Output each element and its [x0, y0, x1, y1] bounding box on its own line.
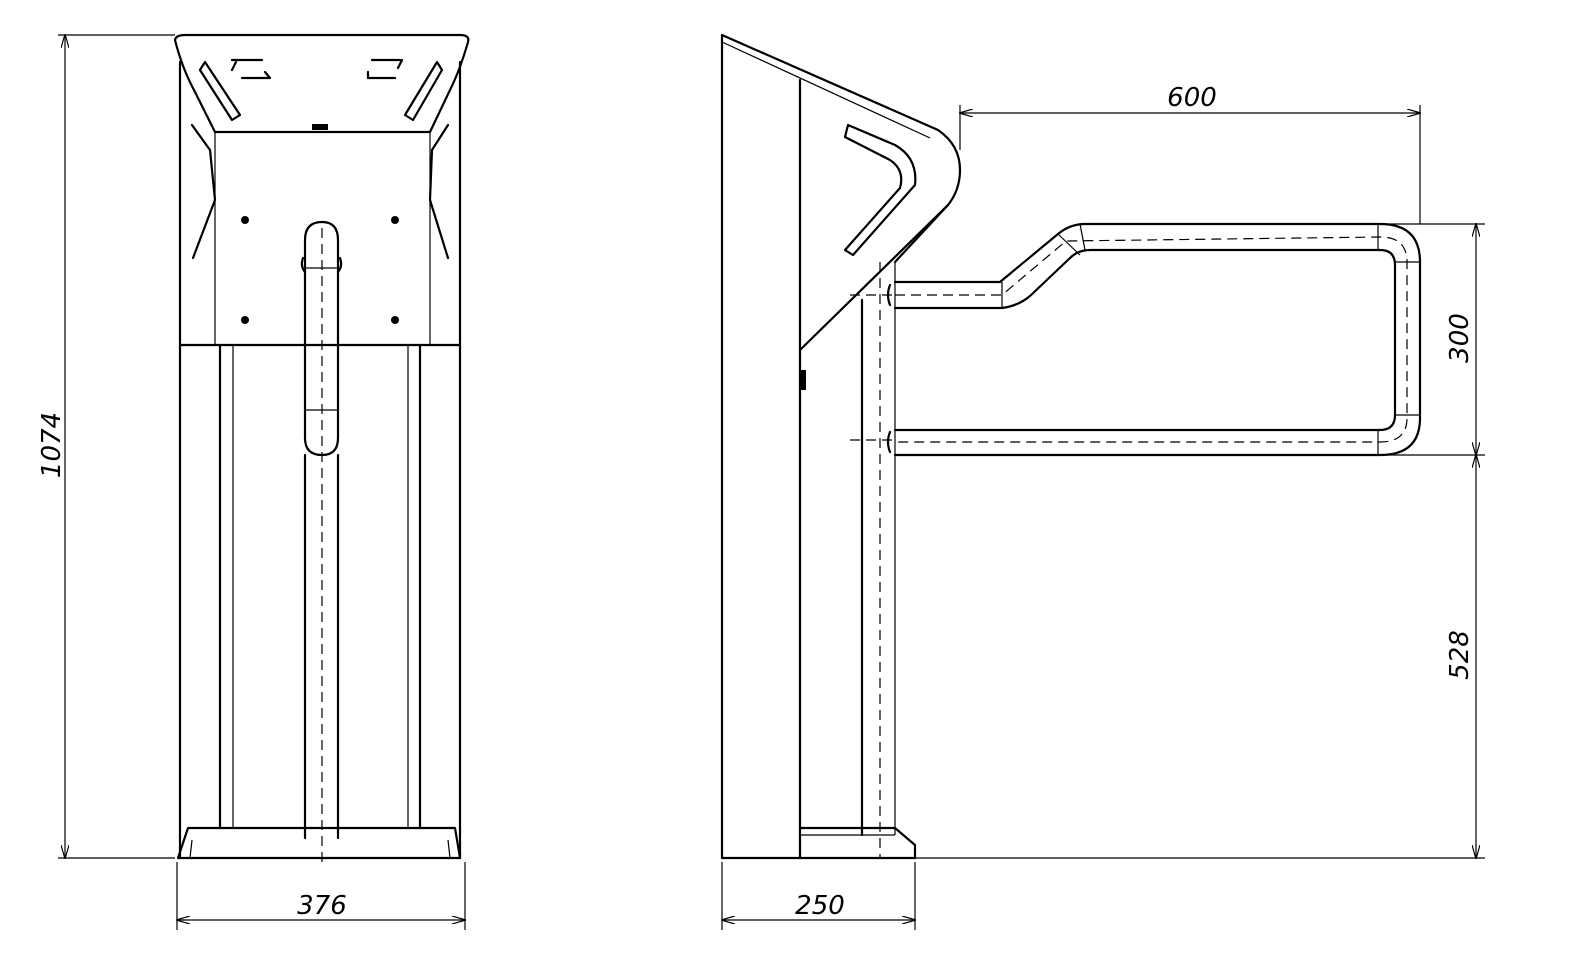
screw-icon — [391, 316, 399, 324]
front-body-outline — [178, 60, 462, 347]
side-light-bracket — [843, 123, 917, 257]
dimension-arm-length-label: 600 — [1167, 83, 1217, 113]
screw-icon — [241, 216, 249, 224]
front-base — [176, 826, 462, 860]
front-head-outline — [173, 33, 470, 134]
dimension-floor-clearance-label: 528 — [1445, 630, 1475, 680]
screw-icon — [391, 216, 399, 224]
side-body-outline — [720, 33, 962, 860]
dimension-depth-label: 250 — [795, 891, 845, 921]
dimension-height-label: 1074 — [37, 412, 67, 478]
side-view — [720, 33, 1422, 860]
screw-icon — [241, 316, 249, 324]
side-arm-tube — [893, 222, 1422, 457]
dimension-width-label: 376 — [297, 891, 347, 921]
dimension-arm-height-label: 300 — [1445, 313, 1475, 363]
side-base — [720, 826, 917, 860]
front-arm-tube — [303, 220, 340, 457]
front-view — [173, 33, 470, 862]
side-dimensions: 600 300 528 250 — [722, 83, 1485, 930]
front-dimensions: 1074 376 — [37, 35, 465, 930]
